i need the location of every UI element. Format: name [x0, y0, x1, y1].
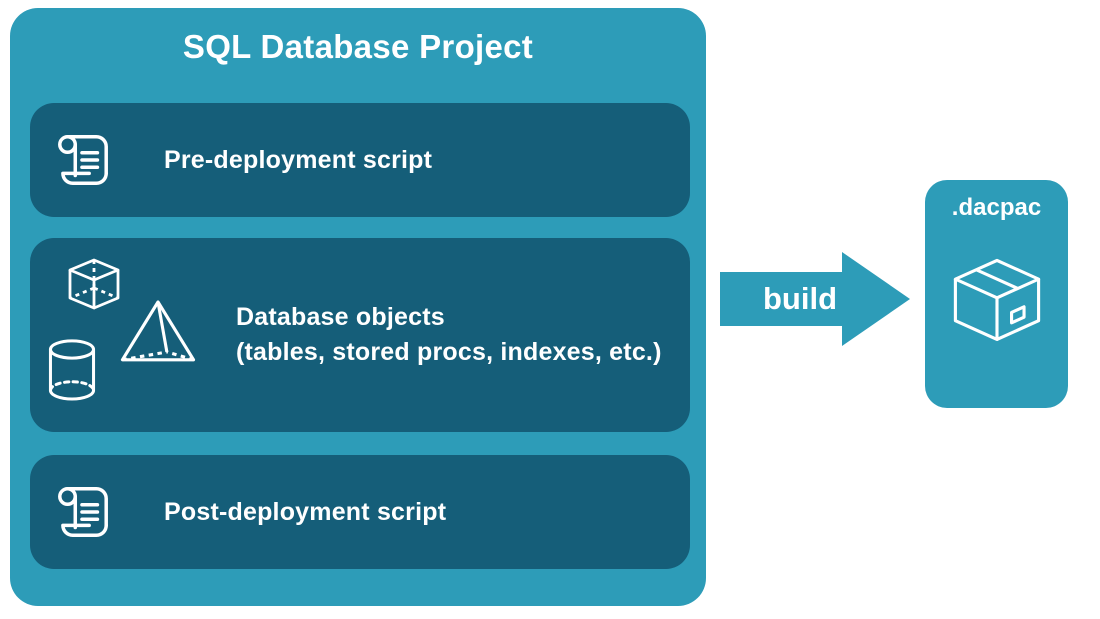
database-objects-box: Database objects (tables, stored procs, … [30, 238, 690, 432]
database-objects-label-line1: Database objects [236, 303, 445, 331]
arrow-shape [720, 252, 910, 346]
pre-deployment-script-box: Pre-deployment script [30, 103, 690, 217]
sql-database-project-box: SQL Database Project Pre-deployment scri… [10, 8, 706, 606]
pre-deployment-script-label: Pre-deployment script [164, 145, 433, 174]
dacpac-box: .dacpac [925, 180, 1068, 408]
database-objects-icons [30, 238, 240, 432]
scroll-icon [50, 127, 116, 193]
database-objects-label-line2: (tables, stored procs, indexes, etc.) [236, 338, 662, 366]
scroll-icon [50, 479, 116, 545]
post-deployment-script-box: Post-deployment script [30, 455, 690, 569]
cylinder-icon [48, 339, 96, 401]
build-arrow-label: build [762, 281, 838, 316]
post-deployment-script-label: Post-deployment script [164, 497, 447, 526]
cube-icon [68, 258, 120, 310]
database-objects-label: Database objects (tables, stored procs, … [236, 300, 662, 370]
package-icon [945, 250, 1049, 354]
pyramid-icon [120, 300, 196, 362]
build-arrow: build [720, 252, 910, 346]
project-title: SQL Database Project [182, 28, 534, 65]
dacpac-label: .dacpac [951, 194, 1042, 221]
